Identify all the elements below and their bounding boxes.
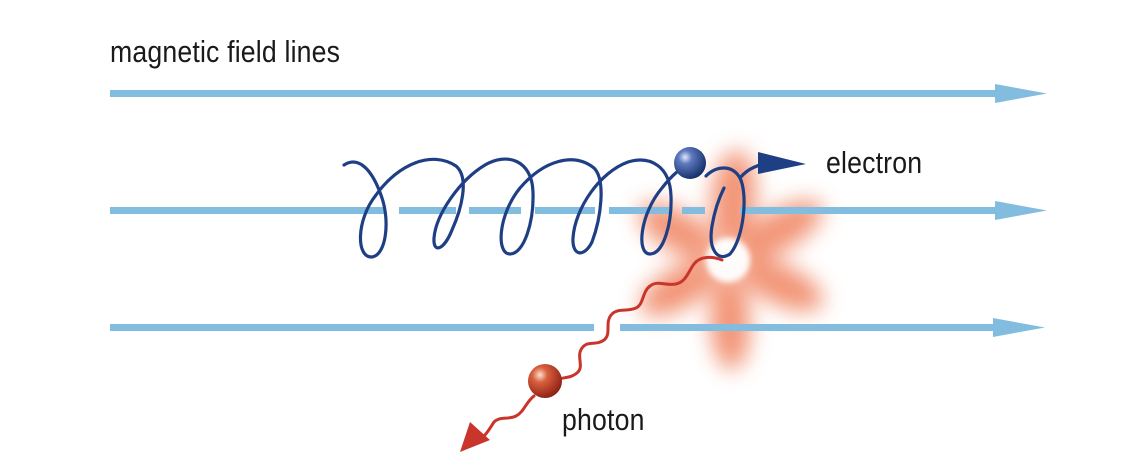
emission-glow bbox=[638, 150, 824, 370]
photon-particle-icon bbox=[528, 364, 562, 398]
electron-direction-arrow bbox=[758, 152, 806, 174]
electron-label: electron bbox=[826, 145, 923, 180]
photon-direction-arrow bbox=[460, 422, 490, 452]
photon-label: photon bbox=[562, 402, 645, 437]
field-line-middle bbox=[110, 201, 1047, 220]
field-lines-label: magnetic field lines bbox=[110, 34, 341, 69]
field-line-top bbox=[110, 84, 1047, 103]
electron-particle-icon bbox=[674, 147, 706, 179]
photon-wave-path bbox=[482, 255, 724, 438]
field-line-bottom bbox=[110, 318, 1045, 337]
starburst-glow-icon bbox=[638, 150, 824, 370]
field-lines bbox=[110, 84, 1047, 337]
